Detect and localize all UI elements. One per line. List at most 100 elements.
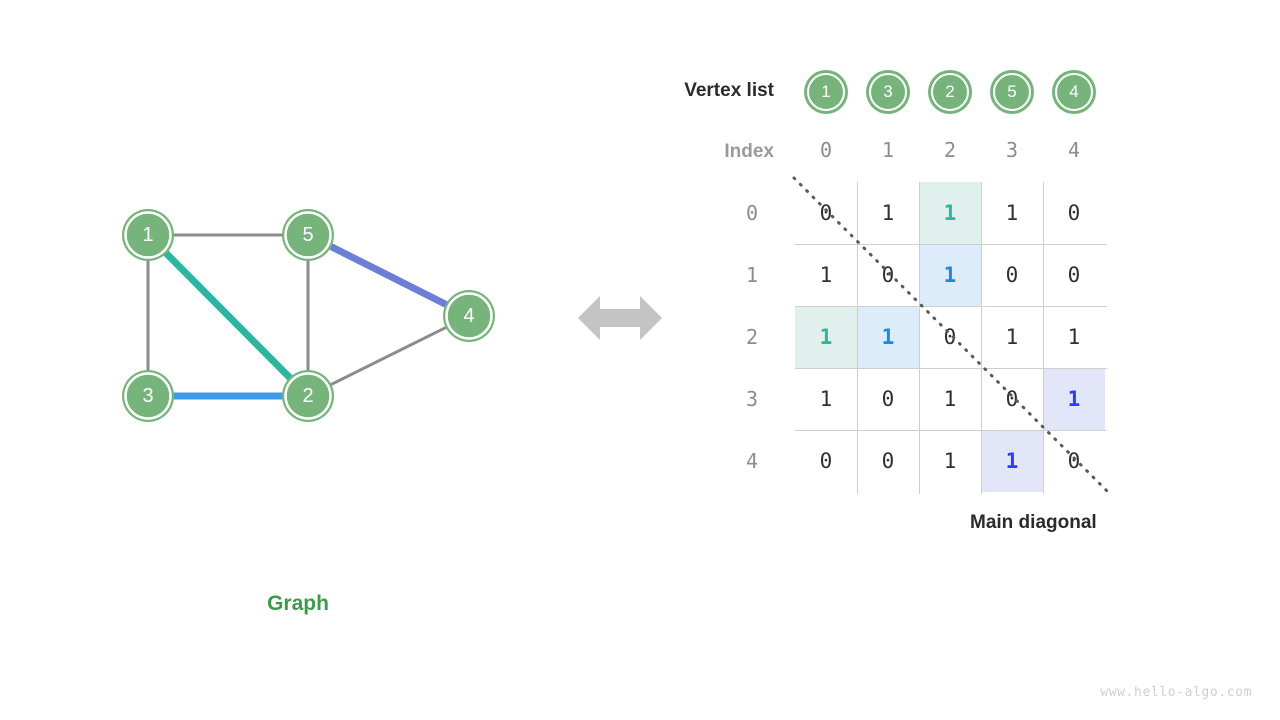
graph-node-5-ring	[284, 211, 332, 259]
matrix-cell-value: 1	[1005, 201, 1019, 225]
matrix-cell-value: 1	[819, 263, 833, 287]
bidirectional-arrow-icon	[578, 296, 662, 340]
watermark: www.hello-algo.com	[1100, 685, 1252, 700]
matrix-cell-1-2[interactable]: 1	[919, 244, 981, 306]
matrix-cell-0-2[interactable]: 1	[919, 182, 981, 244]
graph-diagram	[122, 209, 495, 422]
matrix-cell-1-0[interactable]: 1	[795, 244, 857, 306]
vertex-list-label: Vertex list	[684, 80, 774, 101]
vertex-chip-label: 4	[1069, 82, 1079, 101]
matrix-cell-value: 0	[1067, 263, 1081, 287]
row-index-4: 4	[745, 449, 759, 473]
matrix-cell-2-1[interactable]: 1	[857, 306, 919, 368]
vertex-chip-inner-ring	[869, 73, 907, 111]
vertex-chip-inner-ring	[807, 73, 845, 111]
graph-edge-2-4	[328, 325, 449, 387]
matrix-cell-4-4[interactable]: 0	[1043, 430, 1105, 492]
gridline-vertical-4	[1043, 182, 1044, 494]
matrix-cell-value: 0	[943, 325, 957, 349]
graph-node-2-ring	[284, 372, 332, 420]
column-index-2: 2	[943, 138, 957, 162]
matrix-cell-value: 1	[819, 387, 833, 411]
column-index-1: 1	[881, 138, 895, 162]
matrix-cell-0-3[interactable]: 1	[981, 182, 1043, 244]
row-index-1: 1	[745, 263, 759, 287]
row-index-3: 3	[745, 387, 759, 411]
edge-layer	[146, 233, 450, 400]
vertex-chip-2[interactable]: 2	[928, 70, 972, 114]
vertex-chip-inner-ring	[993, 73, 1031, 111]
matrix-cell-2-2[interactable]: 0	[919, 306, 981, 368]
column-index-0: 0	[819, 138, 833, 162]
gridline-vertical-1	[857, 182, 858, 494]
matrix-cell-value: 0	[881, 263, 895, 287]
vertex-chip-5[interactable]: 5	[990, 70, 1034, 114]
matrix-cell-value: 0	[1067, 449, 1081, 473]
matrix-cell-1-4[interactable]: 0	[1043, 244, 1105, 306]
matrix-cell-2-4[interactable]: 1	[1043, 306, 1105, 368]
vertex-chip-3[interactable]: 3	[866, 70, 910, 114]
row-index-2: 2	[745, 325, 759, 349]
gridline-horizontal-4	[795, 430, 1107, 431]
matrix-cell-3-1[interactable]: 0	[857, 368, 919, 430]
vertex-chip-label: 1	[821, 82, 831, 101]
matrix-cell-3-0[interactable]: 1	[795, 368, 857, 430]
matrix-cell-value: 1	[819, 325, 833, 349]
graph-edge-5-4	[327, 242, 450, 309]
matrix-cell-0-0[interactable]: 0	[795, 182, 857, 244]
matrix-cell-value: 0	[1005, 263, 1019, 287]
vertex-chip-label: 5	[1007, 82, 1017, 101]
matrix-cell-value: 1	[1005, 449, 1019, 473]
matrix-cell-value: 1	[1005, 325, 1019, 349]
matrix-cell-4-0[interactable]: 0	[795, 430, 857, 492]
matrix-cell-3-2[interactable]: 1	[919, 368, 981, 430]
graph-caption: Graph	[267, 592, 329, 615]
node-layer	[122, 209, 495, 422]
matrix-cell-value: 1	[943, 387, 957, 411]
matrix-cell-4-3[interactable]: 1	[981, 430, 1043, 492]
matrix-cell-value: 1	[943, 263, 957, 287]
matrix-cell-4-1[interactable]: 0	[857, 430, 919, 492]
matrix-cell-3-4[interactable]: 1	[1043, 368, 1105, 430]
matrix-cell-2-0[interactable]: 1	[795, 306, 857, 368]
graph-node-1-ring	[124, 211, 172, 259]
gridline-vertical-2	[919, 182, 920, 494]
main-diagonal-label: Main diagonal	[970, 512, 1097, 533]
matrix-cell-0-1[interactable]: 1	[857, 182, 919, 244]
matrix-cell-value: 0	[881, 449, 895, 473]
matrix-cell-value: 1	[943, 449, 957, 473]
vertex-chip-1[interactable]: 1	[804, 70, 848, 114]
matrix-cell-value: 0	[819, 201, 833, 225]
vertex-chip-4[interactable]: 4	[1052, 70, 1096, 114]
vertex-chip-label: 2	[945, 82, 955, 101]
matrix-cell-value: 1	[1067, 325, 1081, 349]
matrix-cell-value: 0	[1067, 201, 1081, 225]
matrix-cell-2-3[interactable]: 1	[981, 306, 1043, 368]
column-index-3: 3	[1005, 138, 1019, 162]
matrix-cell-value: 0	[1005, 387, 1019, 411]
matrix-cell-3-3[interactable]: 0	[981, 368, 1043, 430]
vertex-chip-label: 3	[883, 82, 893, 101]
matrix-cell-4-2[interactable]: 1	[919, 430, 981, 492]
gridline-horizontal-3	[795, 368, 1107, 369]
vertex-chip-inner-ring	[1055, 73, 1093, 111]
matrix-cell-value: 0	[819, 449, 833, 473]
graph-edge-1-2	[162, 249, 294, 382]
matrix-cell-1-1[interactable]: 0	[857, 244, 919, 306]
matrix-cell-value: 1	[881, 201, 895, 225]
vertex-chip-inner-ring	[931, 73, 969, 111]
gridline-horizontal-2	[795, 306, 1107, 307]
matrix-cell-value: 0	[881, 387, 895, 411]
column-index-4: 4	[1067, 138, 1081, 162]
row-index-0: 0	[745, 201, 759, 225]
matrix-cell-0-4[interactable]: 0	[1043, 182, 1105, 244]
gridline-horizontal-1	[795, 244, 1107, 245]
index-label: Index	[724, 141, 774, 162]
gridline-vertical-3	[981, 182, 982, 494]
matrix-cell-value: 1	[881, 325, 895, 349]
graph-node-4-ring	[445, 292, 493, 340]
matrix-cell-1-3[interactable]: 0	[981, 244, 1043, 306]
